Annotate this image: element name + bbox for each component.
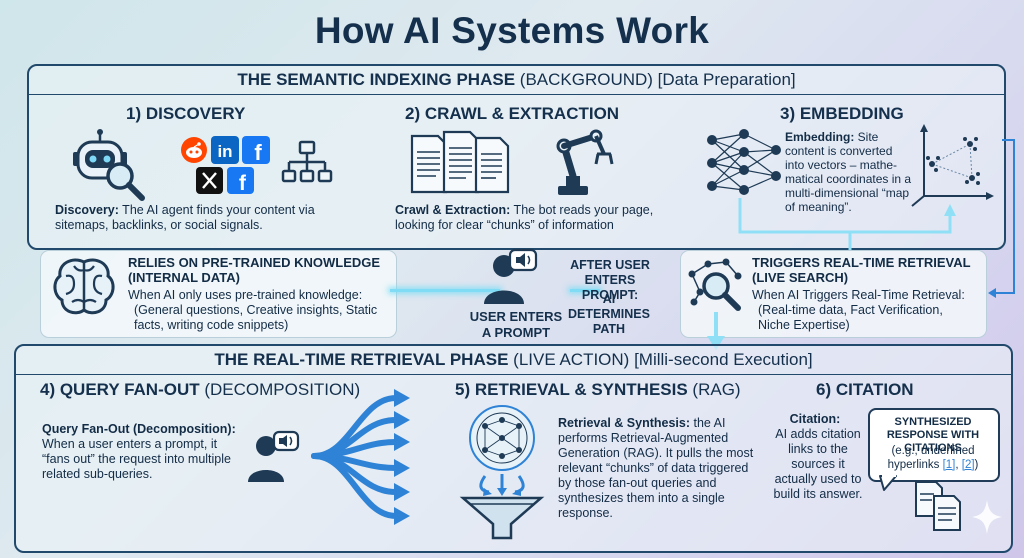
realtime-body: (Real-time data, Fact Verification, Nich… xyxy=(758,303,943,332)
linkedin-icon: in xyxy=(211,136,239,164)
robot-magnifier-icon xyxy=(73,129,145,201)
svg-text:f: f xyxy=(239,172,247,195)
citation-text: AI adds citation links to the sources it… xyxy=(773,427,863,501)
discovery-term: Discovery: xyxy=(55,203,119,217)
brain-icon xyxy=(53,258,115,315)
citation-bubble-pre: (e.g., underlined hyperlinks xyxy=(887,445,975,471)
page-title: How AI Systems Work xyxy=(314,10,710,51)
after-prompt-label: AFTER USER ENTERS PROMPT: xyxy=(570,258,650,302)
pretrained-heading: RELIES ON PRE-TRAINED KNOWLEDGE (INTERNA… xyxy=(128,255,381,285)
fanout-heading: 4) QUERY FAN-OUT (DECOMPOSITION) xyxy=(40,380,360,400)
citation-link-2[interactable]: [2] xyxy=(961,459,975,471)
embedding-heading: 3) EMBEDDING xyxy=(780,104,904,123)
retrieval-divider xyxy=(16,374,1011,375)
rag-term: Retrieval & Synthesis: xyxy=(558,416,690,430)
citation-link-1[interactable]: [1] xyxy=(942,459,956,471)
citation-bubble-example: (e.g., underlined hyperlinks [1], [2]) xyxy=(872,444,994,472)
crawl-description: Crawl & Extraction: The bot reads your p… xyxy=(395,203,660,233)
pretrained-lead: When AI only uses pre-trained knowledge: xyxy=(128,288,363,302)
facebook-icon: f xyxy=(242,136,270,165)
fanout-term: Query Fan-Out (Decomposition): xyxy=(42,422,236,436)
user-speaker-icon xyxy=(484,248,538,304)
crawl-text: The bot reads your page, looking for cle… xyxy=(395,203,654,232)
fanout-text: When a user enters a prompt, it “fans ou… xyxy=(42,437,231,481)
ai-determines-path: AI DETERMINES PATH xyxy=(568,292,650,336)
citation-term: Citation: xyxy=(789,412,841,426)
fanout-heading-light: (DECOMPOSITION) xyxy=(204,380,361,399)
citation-bubble-post: ) xyxy=(974,459,979,471)
discovery-text: The AI agent finds your content via site… xyxy=(55,203,315,232)
rag-text: the AI performs Retrieval-Augmented Gene… xyxy=(558,416,754,520)
retrieval-phase-title-bold: THE REAL-TIME RETRIEVAL PHASE xyxy=(214,350,509,369)
crawl-heading: 2) CRAWL & EXTRACTION xyxy=(405,104,620,123)
retrieval-phase-title: THE REAL-TIME RETRIEVAL PHASE (LIVE ACTI… xyxy=(14,350,1013,370)
sparkle-icon xyxy=(972,500,1002,534)
citation-bubble-tail xyxy=(879,474,897,491)
flow-line-right xyxy=(570,289,600,292)
x-icon xyxy=(196,167,223,194)
fanout-heading-bold: 4) QUERY FAN-OUT xyxy=(40,380,200,399)
user-enters-prompt-label: USER ENTERS A PROMPT xyxy=(469,309,563,340)
vector-space-icon xyxy=(911,124,994,207)
flow-line-left xyxy=(390,289,500,292)
documents-icon xyxy=(410,130,510,194)
rag-description: Retrieval & Synthesis: the AI performs R… xyxy=(558,416,758,521)
pretrained-body: (General questions, Creative insights, S… xyxy=(134,303,378,332)
rag-heading: 5) RETRIEVAL & SYNTHESIS (RAG) xyxy=(455,380,741,400)
citation-bubble-title: SYNTHESIZED RESPONSE WITH CITATIONS xyxy=(886,416,980,454)
indexing-divider xyxy=(29,94,1004,95)
sitemap-icon xyxy=(281,140,333,183)
discovery-description: Discovery: The AI agent finds your conte… xyxy=(55,203,345,233)
robot-arm-icon xyxy=(556,129,614,195)
neural-funnel-icon xyxy=(459,405,545,540)
realtime-card xyxy=(680,250,987,338)
embedding-text: Site content is converted into vectors –… xyxy=(785,130,912,214)
fan-out-arrows xyxy=(311,389,410,525)
user-speaker-icon-2 xyxy=(248,430,300,482)
search-network-icon xyxy=(688,258,742,311)
cited-documents-icon xyxy=(915,481,961,531)
discovery-heading: 1) DISCOVERY xyxy=(126,104,246,123)
indexing-phase-title: THE SEMANTIC INDEXING PHASE (BACKGROUND)… xyxy=(27,70,1006,90)
embedding-term: Embedding: xyxy=(785,130,855,144)
neural-network-icon xyxy=(707,129,781,195)
crawl-term: Crawl & Extraction: xyxy=(395,203,511,217)
citation-bubble-sep: , xyxy=(955,459,962,471)
realtime-lead: When AI Triggers Real-Time Retrieval: xyxy=(752,288,965,302)
facebook-icon-2: f xyxy=(227,167,254,195)
indexing-phase-title-light: (BACKGROUND) [Data Preparation] xyxy=(519,70,796,89)
retrieval-phase-title-light: (LIVE ACTION) [Milli-second Execution] xyxy=(513,350,813,369)
rag-heading-light: (RAG) xyxy=(692,380,741,399)
svg-text:in: in xyxy=(217,142,232,161)
citation-heading: 6) CITATION xyxy=(816,380,914,399)
embedding-description: Embedding: Site content is converted int… xyxy=(785,130,915,214)
rag-heading-bold: 5) RETRIEVAL & SYNTHESIS xyxy=(455,380,688,399)
realtime-heading: TRIGGERS REAL-TIME RETRIEVAL (LIVE SEARC… xyxy=(752,255,971,285)
svg-text:f: f xyxy=(254,140,262,165)
reddit-icon xyxy=(181,137,207,163)
indexing-phase-title-bold: THE SEMANTIC INDEXING PHASE xyxy=(237,70,516,89)
